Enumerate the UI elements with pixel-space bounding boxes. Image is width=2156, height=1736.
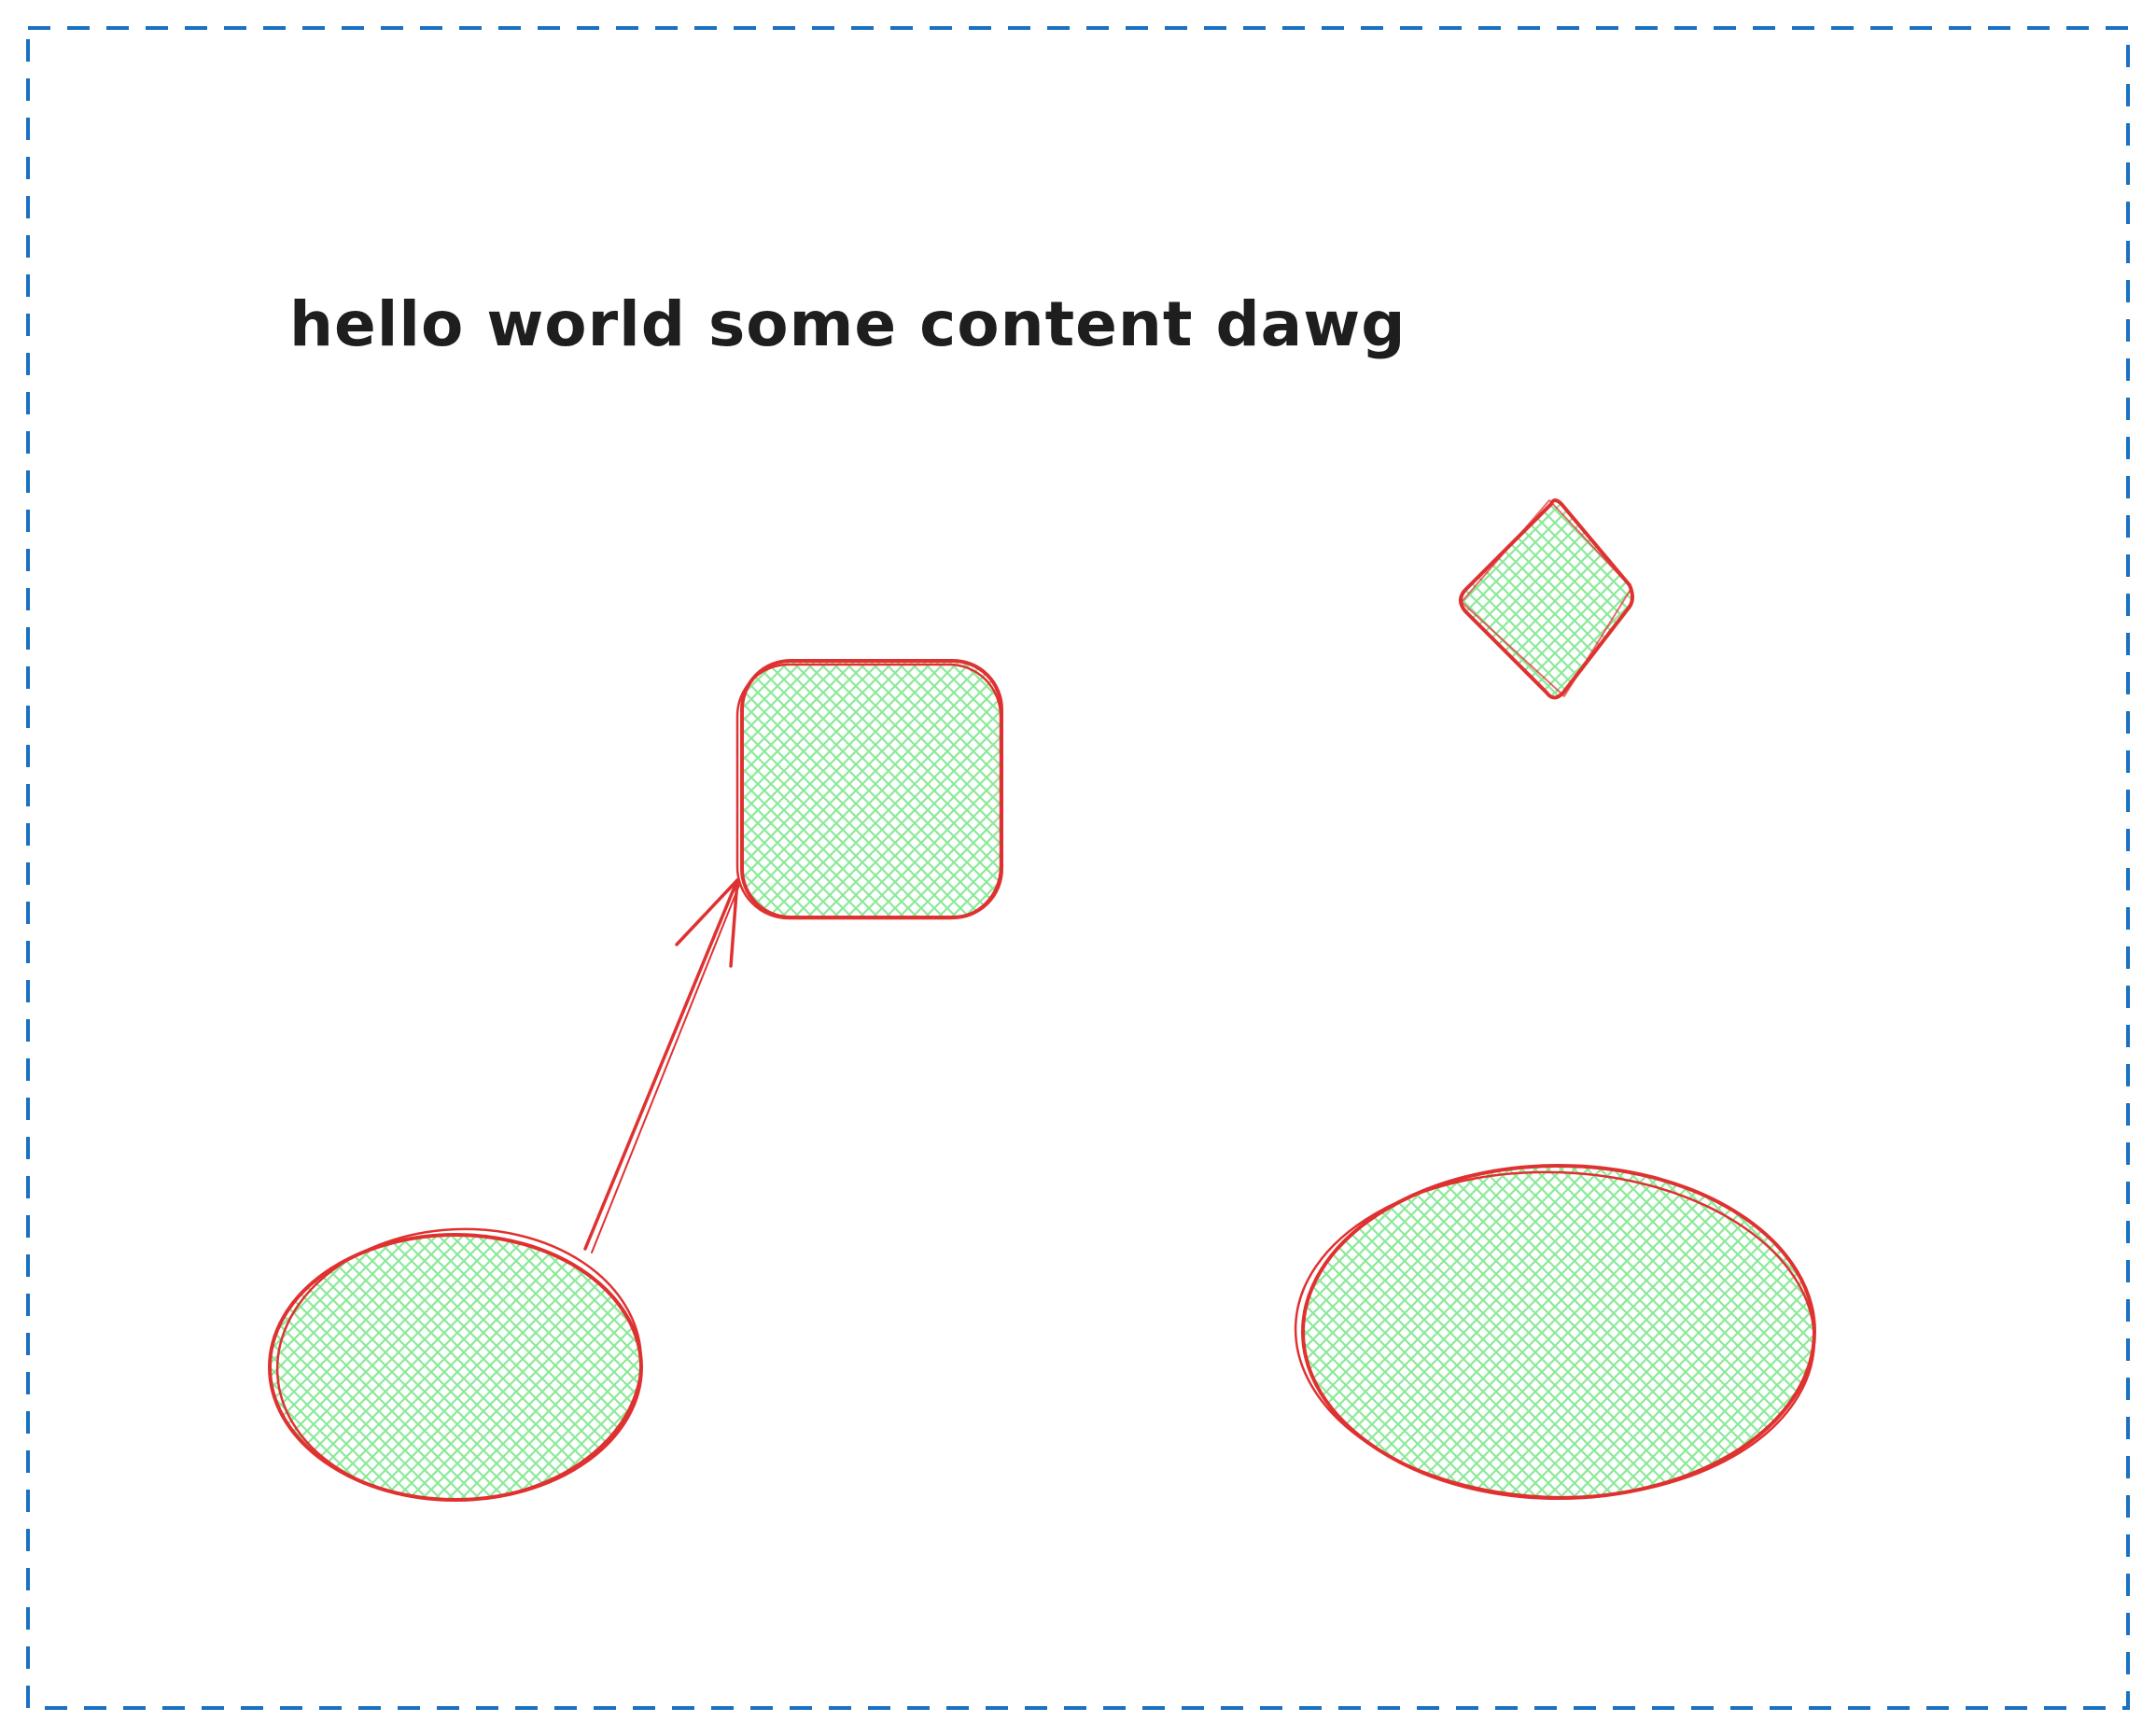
dashed-frame[interactable]	[26, 26, 2130, 1710]
diamond[interactable]	[1459, 498, 1634, 700]
ellipse-large[interactable]	[1290, 1163, 1820, 1505]
canvas-text[interactable]: hello world some content dawg	[289, 288, 1406, 360]
arrow[interactable]	[583, 878, 741, 1253]
rounded-rectangle[interactable]	[735, 659, 1003, 920]
ellipse-small[interactable]	[268, 1220, 648, 1509]
